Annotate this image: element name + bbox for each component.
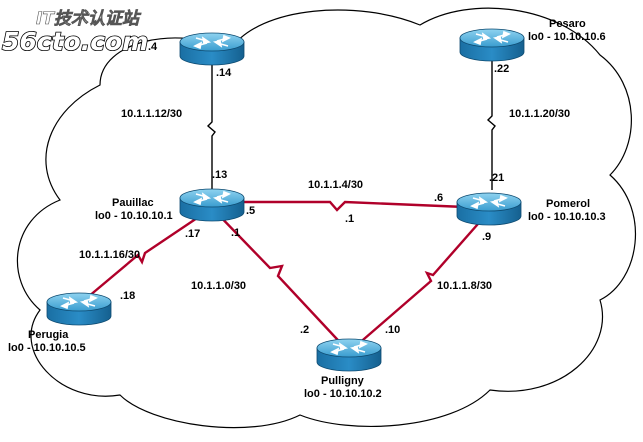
link-pauillac-pulligny-subnet: 10.1.1.0/30 [191, 280, 246, 292]
network-cloud [16, 7, 636, 429]
link-pauillac-perugia [81, 207, 213, 303]
link-topleft-pauillac-end-a: .14 [216, 67, 232, 79]
router-pulligny-loopback: lo0 - 10.10.10.2 [304, 388, 382, 400]
router-pauillac-loopback: lo0 - 10.10.10.1 [95, 210, 173, 222]
link-topleft-pauillac-subnet: 10.1.1.12/30 [121, 108, 182, 120]
link-pauillac-pomerol-end-b: .6 [434, 192, 443, 204]
link-pesaro-pomerol-end-a: .22 [494, 63, 509, 75]
watermark-cn: IT技术认证站 [36, 9, 142, 29]
link-pesaro-pomerol-end-b: .21 [489, 172, 504, 184]
link-topleft-pauillac-end-b: .13 [212, 169, 227, 181]
router-pesaro-loopback: lo0 - 10.10.10.6 [528, 31, 606, 43]
link-pauillac-perugia-end-a: .17 [185, 228, 200, 240]
router-pauillac[interactable] [179, 188, 245, 222]
router-perugia[interactable] [46, 292, 112, 326]
link-pauillac-perugia-subnet: 10.1.1.16/30 [79, 249, 140, 261]
link-pomerol-pulligny-subnet: 10.1.1.8/30 [437, 280, 492, 292]
router-pomerol[interactable] [456, 192, 522, 226]
link-pomerol-pulligny-end-b: .10 [385, 324, 400, 336]
link-pauillac-pomerol-subnet: 10.1.1.4/30 [308, 179, 363, 191]
link-pauillac-pulligny [211, 207, 350, 353]
link-pesaro-pomerol [486, 58, 496, 190]
router-pulligny[interactable] [316, 338, 382, 372]
link-pauillac-perugia-end-b: .18 [120, 290, 135, 302]
link-pauillac-pomerol-end-a: .5 [246, 205, 255, 217]
router-pomerol-loopback: lo0 - 10.10.10.3 [528, 211, 606, 223]
router-pauillac-name: Pauillac [112, 197, 154, 209]
link-topleft-pauillac [206, 60, 216, 196]
router-perugia-name: Perugia [28, 329, 69, 341]
link-pomerol-pulligny [348, 207, 493, 353]
router-perugia-loopback: lo0 - 10.10.10.5 [8, 342, 86, 354]
router-topleft-loopback: .4 [148, 41, 158, 53]
watermark-en: 56cto.com [2, 27, 148, 56]
router-topleft[interactable] [179, 32, 245, 66]
link-pauillac-pulligny-end-a: .1 [231, 227, 240, 239]
link-pesaro-pomerol-subnet: 10.1.1.20/30 [509, 108, 570, 120]
link-pauillac-pomerol-mid: .1 [345, 213, 354, 225]
link-pomerol-pulligny-end-a: .9 [482, 231, 491, 243]
router-pesaro[interactable] [459, 28, 525, 62]
link-pauillac-pomerol [212, 200, 490, 212]
link-pauillac-pulligny-end-b: .2 [300, 324, 309, 336]
router-pomerol-name: Pomerol [546, 198, 590, 210]
router-pulligny-name: Pulligny [321, 375, 365, 387]
router-pesaro-name: Pesaro [549, 18, 586, 30]
